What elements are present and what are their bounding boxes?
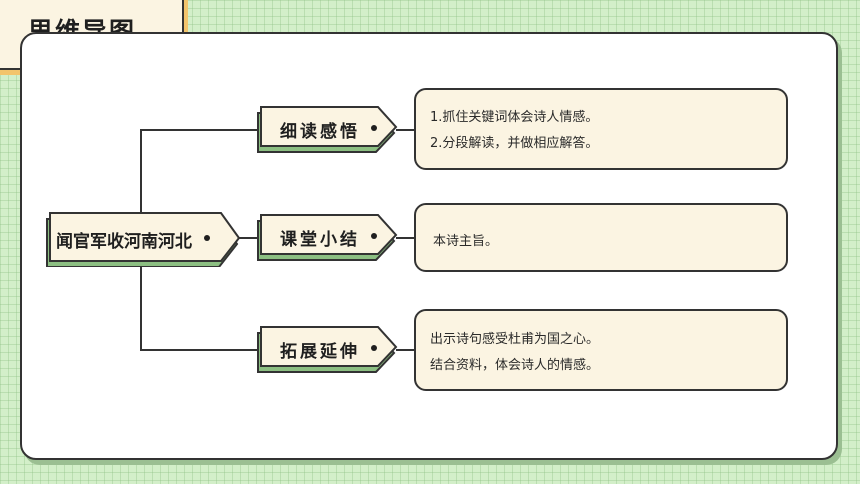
- detail-box-3: [414, 309, 788, 391]
- connector-box-2: [396, 237, 416, 239]
- connector-branch-1: [140, 129, 258, 131]
- connector-branch-2: [237, 237, 258, 239]
- detail-line: 结合资料，体会诗人的情感。: [430, 358, 600, 373]
- detail-box-2: [414, 203, 788, 272]
- connector-box-1: [396, 129, 416, 131]
- connector-box-3: [396, 349, 416, 351]
- connector-branch-3: [140, 349, 258, 351]
- root-dot-icon: [204, 235, 210, 241]
- branch-node-3: [257, 326, 398, 373]
- root-label: 闻官军收河南河北: [56, 232, 192, 252]
- detail-line: 出示诗句感受杜甫为国之心。: [430, 332, 600, 347]
- branch-label-3: 拓展延伸: [280, 342, 360, 362]
- detail-line: 2.分段解读，并做相应解答。: [430, 136, 599, 151]
- detail-box-1: [414, 88, 788, 170]
- root-node: [46, 212, 241, 267]
- branch-dot-icon-1: [371, 125, 377, 131]
- detail-line: 1.抓住关键词体会诗人情感。: [430, 110, 599, 125]
- branch-node-2: [257, 214, 398, 261]
- branch-node-1: [257, 106, 398, 153]
- branch-dot-icon-3: [371, 345, 377, 351]
- branch-dot-icon-2: [371, 233, 377, 239]
- branch-label-1: 细读感悟: [280, 122, 360, 142]
- branch-label-2: 课堂小结: [280, 230, 360, 250]
- detail-line: 本诗主旨。: [433, 234, 499, 249]
